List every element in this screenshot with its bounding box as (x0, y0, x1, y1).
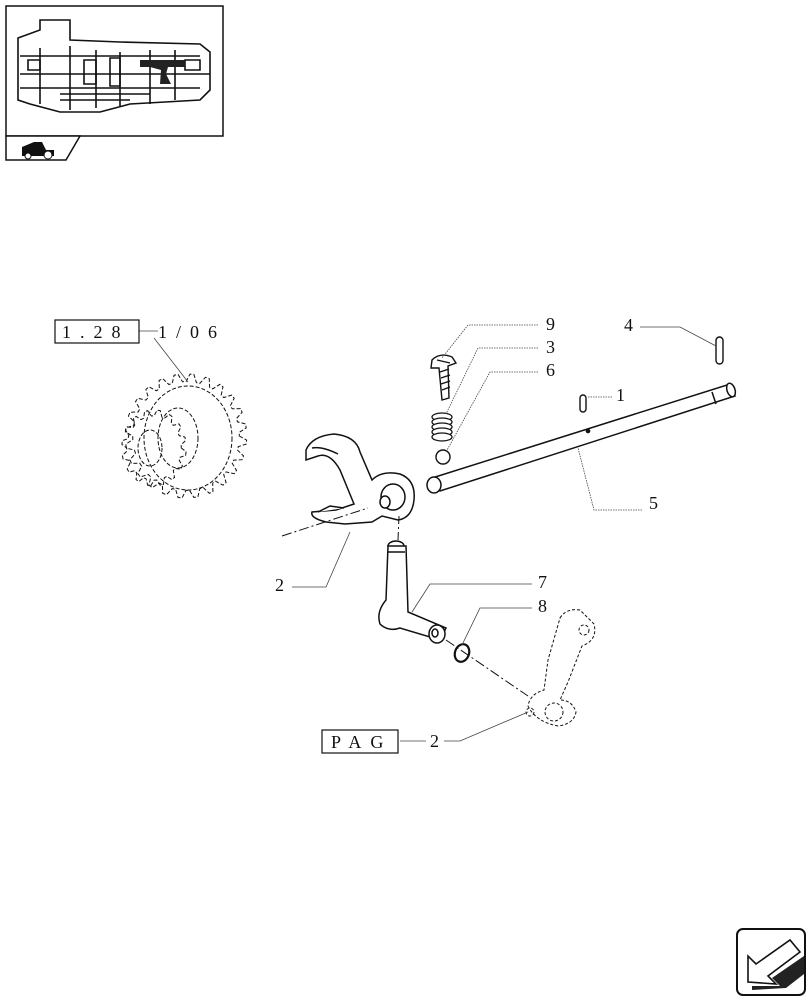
gear-reference-box: 1.28 1/06 (54, 319, 226, 344)
shift-fork (305, 433, 415, 525)
roll-pin (579, 394, 587, 413)
callout-5: 5 (649, 493, 658, 513)
transmission-inset (5, 5, 224, 137)
callout-3: 3 (546, 337, 555, 357)
callout-9: 9 (546, 314, 555, 334)
callout-2-lever: 2 (430, 731, 439, 751)
next-page-arrow-icon[interactable] (736, 928, 806, 996)
axis-line-lever-arm (445, 639, 529, 697)
external-lever-outline (525, 609, 596, 727)
gear-reference-outline (121, 373, 248, 499)
callout-7: 7 (538, 572, 547, 592)
callout-6: 6 (546, 360, 555, 380)
detent-ball (435, 449, 451, 465)
lever-reference-box: PAG (321, 729, 399, 754)
callout-1: 1 (616, 385, 625, 405)
axis-line-lever (397, 515, 400, 541)
roll-pin-long (715, 336, 724, 365)
selector-lever (378, 540, 448, 644)
callout-8: 8 (538, 596, 547, 616)
shift-rod (426, 382, 737, 494)
callout-2-fork: 2 (275, 575, 284, 595)
o-ring (453, 643, 471, 663)
detent-spring (431, 412, 453, 442)
tractor-section-icon (5, 135, 82, 161)
detent-screw (430, 354, 458, 401)
gear-ref-page-text: 1/06 (158, 322, 226, 342)
callout-4: 4 (624, 315, 633, 335)
gear-ref-box-text: 1.28 (62, 322, 130, 342)
callout-labels: 9 3 6 4 1 5 2 7 8 2 (275, 314, 658, 751)
axis-line-fork (281, 507, 369, 537)
leader-lines (138, 324, 717, 742)
lever-ref-box-text: PAG (331, 732, 392, 752)
